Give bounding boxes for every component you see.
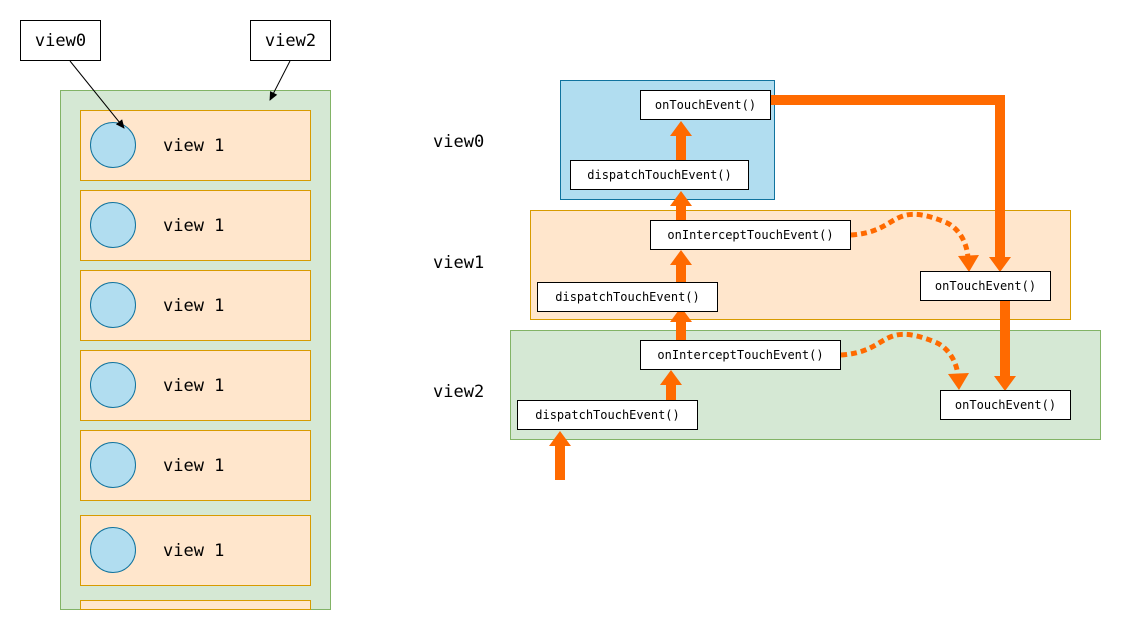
circle-icon — [90, 362, 136, 408]
list-item-label: view 1 — [163, 136, 224, 156]
list-items: view 1 view 1 view 1 view 1 view 1 view 1 — [80, 110, 311, 610]
flow-diagram: view0 view1 view2 — [433, 80, 1101, 480]
list-item: view 1 — [80, 430, 311, 501]
callout-view0-pointer — [69, 60, 125, 129]
left-diagram: view 1 view 1 view 1 view 1 view 1 view 1 vie… — [20, 20, 331, 610]
view1-intercept-touch-event: onInterceptTouchEvent() — [650, 220, 851, 250]
svg-text:dispatchTouchEvent(): dispatchTouchEvent() — [535, 408, 680, 422]
list-item: view 1 — [80, 190, 311, 261]
circle-icon — [90, 122, 136, 168]
callout-view0-label: view0 — [35, 31, 86, 51]
view2-intercept-touch-event: onInterceptTouchEvent() — [640, 340, 841, 370]
list-item-partial — [80, 600, 311, 610]
view1-dispatch-touch-event: dispatchTouchEvent() — [537, 282, 718, 312]
list-item-label: view 1 — [163, 216, 224, 236]
circle-icon — [90, 527, 136, 573]
svg-text:dispatchTouchEvent(): dispatchTouchEvent() — [587, 168, 732, 182]
svg-text:onInterceptTouchEvent(): onInterceptTouchEvent() — [657, 348, 823, 362]
dotted-arrows — [840, 211, 979, 390]
svg-text:onTouchEvent(): onTouchEvent() — [935, 279, 1036, 293]
list-item-label: view 1 — [163, 541, 224, 561]
circle-icon — [90, 282, 136, 328]
row-label-view0: view0 — [433, 132, 484, 152]
list-item: view 1 — [80, 350, 311, 421]
view1-on-touch-event: onTouchEvent() — [920, 271, 1051, 301]
row-label-view1: view1 — [433, 253, 484, 273]
view2-on-touch-event: onTouchEvent() — [940, 390, 1071, 420]
view2-dispatch-touch-event: dispatchTouchEvent() — [517, 400, 698, 430]
list-item-label: view 1 — [163, 296, 224, 316]
list-item-label: view 1 — [163, 376, 224, 396]
row-label-view2: view2 — [433, 382, 484, 402]
callout-view2-pointer — [269, 60, 291, 101]
svg-text:onInterceptTouchEvent(): onInterceptTouchEvent() — [667, 228, 833, 242]
callout-view2-box — [250, 20, 331, 61]
list-item: view 1 — [80, 270, 311, 341]
list-item: view 1 — [80, 515, 311, 586]
solid-arrows — [549, 121, 692, 480]
return-arrows — [771, 95, 1016, 391]
list-item-label: view 1 — [163, 456, 224, 476]
view0-dispatch-touch-event: dispatchTouchEvent() — [570, 160, 749, 190]
callout-view2-label: view2 — [265, 31, 316, 51]
circle-icon — [90, 202, 136, 248]
svg-text:onTouchEvent(): onTouchEvent() — [655, 98, 756, 112]
svg-text:onTouchEvent(): onTouchEvent() — [955, 398, 1056, 412]
callout-view0-box — [20, 20, 101, 61]
svg-text:dispatchTouchEvent(): dispatchTouchEvent() — [555, 290, 700, 304]
view0-on-touch-event: onTouchEvent() — [640, 90, 771, 120]
list-item: view 1 — [80, 110, 311, 181]
circle-icon — [90, 442, 136, 488]
